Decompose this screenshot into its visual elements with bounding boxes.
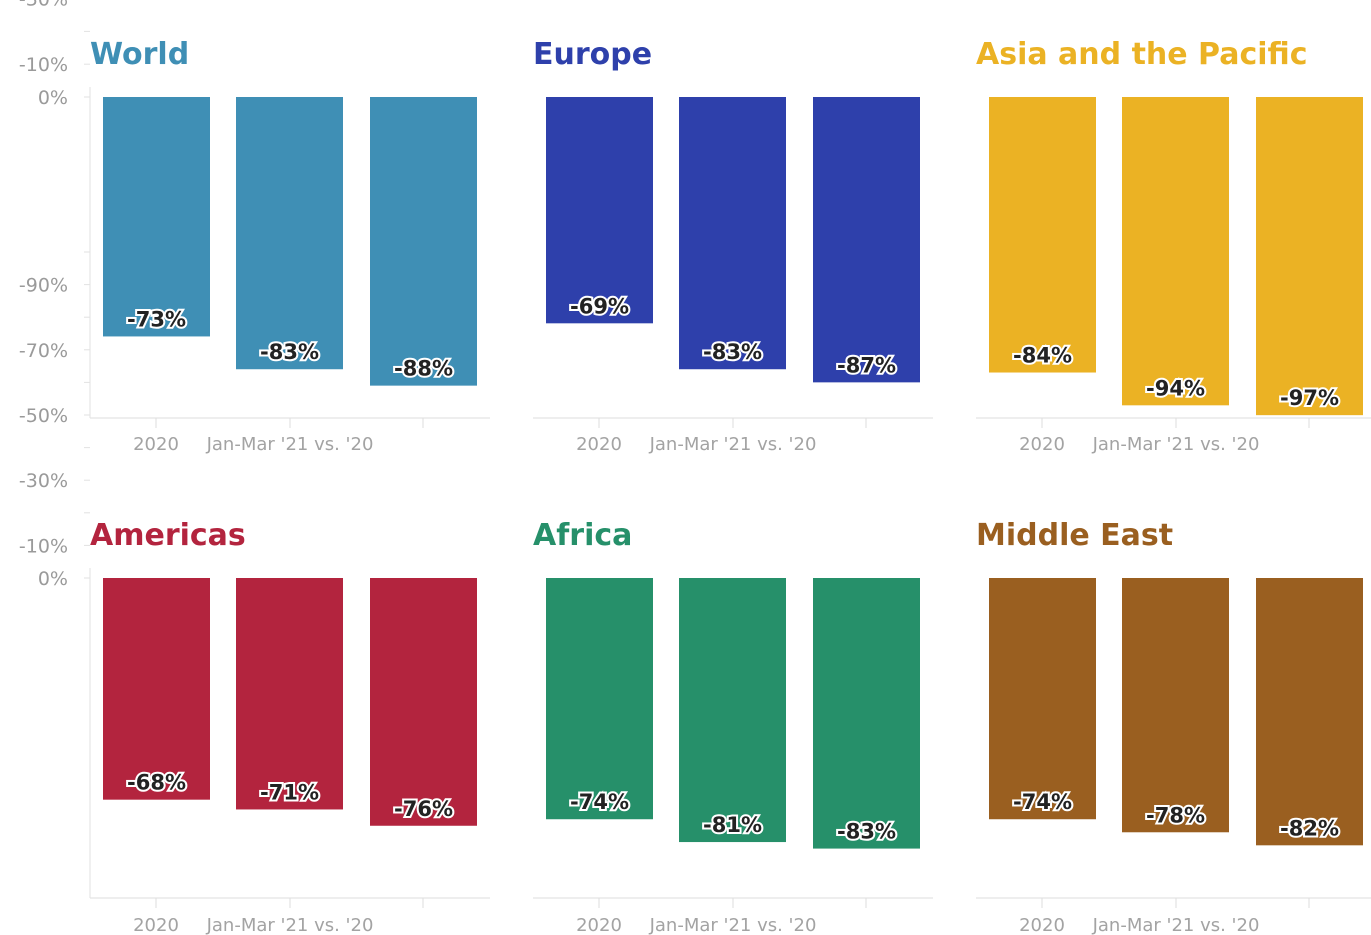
europe-data-label-1: -69% [570,294,629,318]
americas-category-label-1: 2020 [133,915,179,935]
americas-data-label-3: -76% [394,797,453,821]
world-data-label-1: -73% [127,307,186,331]
africa-title: Africa [533,518,632,553]
africa-data-label-1: -74% [570,790,629,814]
africa-data-label-3: -83% [837,820,896,844]
americas-y-tick-label: -90% [19,275,68,297]
asia-and-the-pacific-data-label-3: -97% [1280,386,1339,410]
asia-and-the-pacific-title: Asia and the Pacific [976,37,1308,72]
africa-category-label-1: 2020 [576,915,622,935]
middle-east-data-label-3: -82% [1280,816,1339,840]
asia-and-the-pacific-bar-2 [1122,97,1229,406]
asia-and-the-pacific-category-label-1: 2020 [1019,434,1065,455]
world-y-tick-label: -30% [19,0,68,11]
asia-and-the-pacific-bar-1 [989,97,1096,373]
americas-data-label-1: -68% [127,771,186,795]
world-title: World [90,37,189,72]
europe-category-label-2: Jan-Mar '21 vs. '20 [649,434,817,455]
europe-title: Europe [533,37,652,72]
americas-y-tick-label: -10% [19,535,68,557]
africa-data-label-2: -81% [703,813,762,837]
world-y-tick-label: 0% [38,87,68,109]
americas-y-tick-label: -50% [19,405,68,427]
europe-category-label-1: 2020 [576,434,622,455]
asia-and-the-pacific-data-label-2: -94% [1146,376,1205,400]
middle-east-category-label-2: Jan-Mar '21 vs. '20 [1092,915,1260,935]
americas-y-tick-label: -30% [19,470,68,492]
middle-east-category-label-1: 2020 [1019,915,1065,935]
americas-bar-2 [236,578,343,810]
middle-east-data-label-1: -74% [1013,790,1072,814]
world-bar-1 [103,97,210,337]
africa-bar-1 [546,578,653,820]
middle-east-bar-3 [1256,578,1363,846]
asia-and-the-pacific-bar-3 [1256,97,1363,416]
americas-category-label-2: Jan-Mar '21 vs. '20 [206,915,374,935]
americas-y-tick-label: -70% [19,340,68,362]
africa-category-label-2: Jan-Mar '21 vs. '20 [649,915,817,935]
world-data-label-2: -83% [260,340,319,364]
europe-bar-3 [813,97,920,383]
world-bar-2 [236,97,343,370]
middle-east-bar-2 [1122,578,1229,833]
americas-bar-1 [103,578,210,800]
americas-title: Americas [90,518,246,553]
africa-bar-3 [813,578,920,849]
americas-data-label-2: -71% [260,780,319,804]
world-bar-3 [370,97,477,386]
americas-y-tick-label: 0% [38,568,68,590]
world-category-label-1: 2020 [133,434,179,455]
middle-east-bar-1 [989,578,1096,820]
world-data-label-3: -88% [394,357,453,381]
world-category-label-2: Jan-Mar '21 vs. '20 [206,434,374,455]
asia-and-the-pacific-data-label-1: -84% [1013,344,1072,368]
europe-bar-2 [679,97,786,370]
world-y-tick-label: -10% [19,54,68,76]
americas-bar-3 [370,578,477,826]
africa-bar-2 [679,578,786,843]
asia-and-the-pacific-category-label-2: Jan-Mar '21 vs. '20 [1092,434,1260,455]
middle-east-data-label-2: -78% [1146,803,1205,827]
europe-data-label-2: -83% [703,340,762,364]
middle-east-title: Middle East [976,518,1173,553]
europe-data-label-3: -87% [837,353,896,377]
europe-bar-1 [546,97,653,324]
